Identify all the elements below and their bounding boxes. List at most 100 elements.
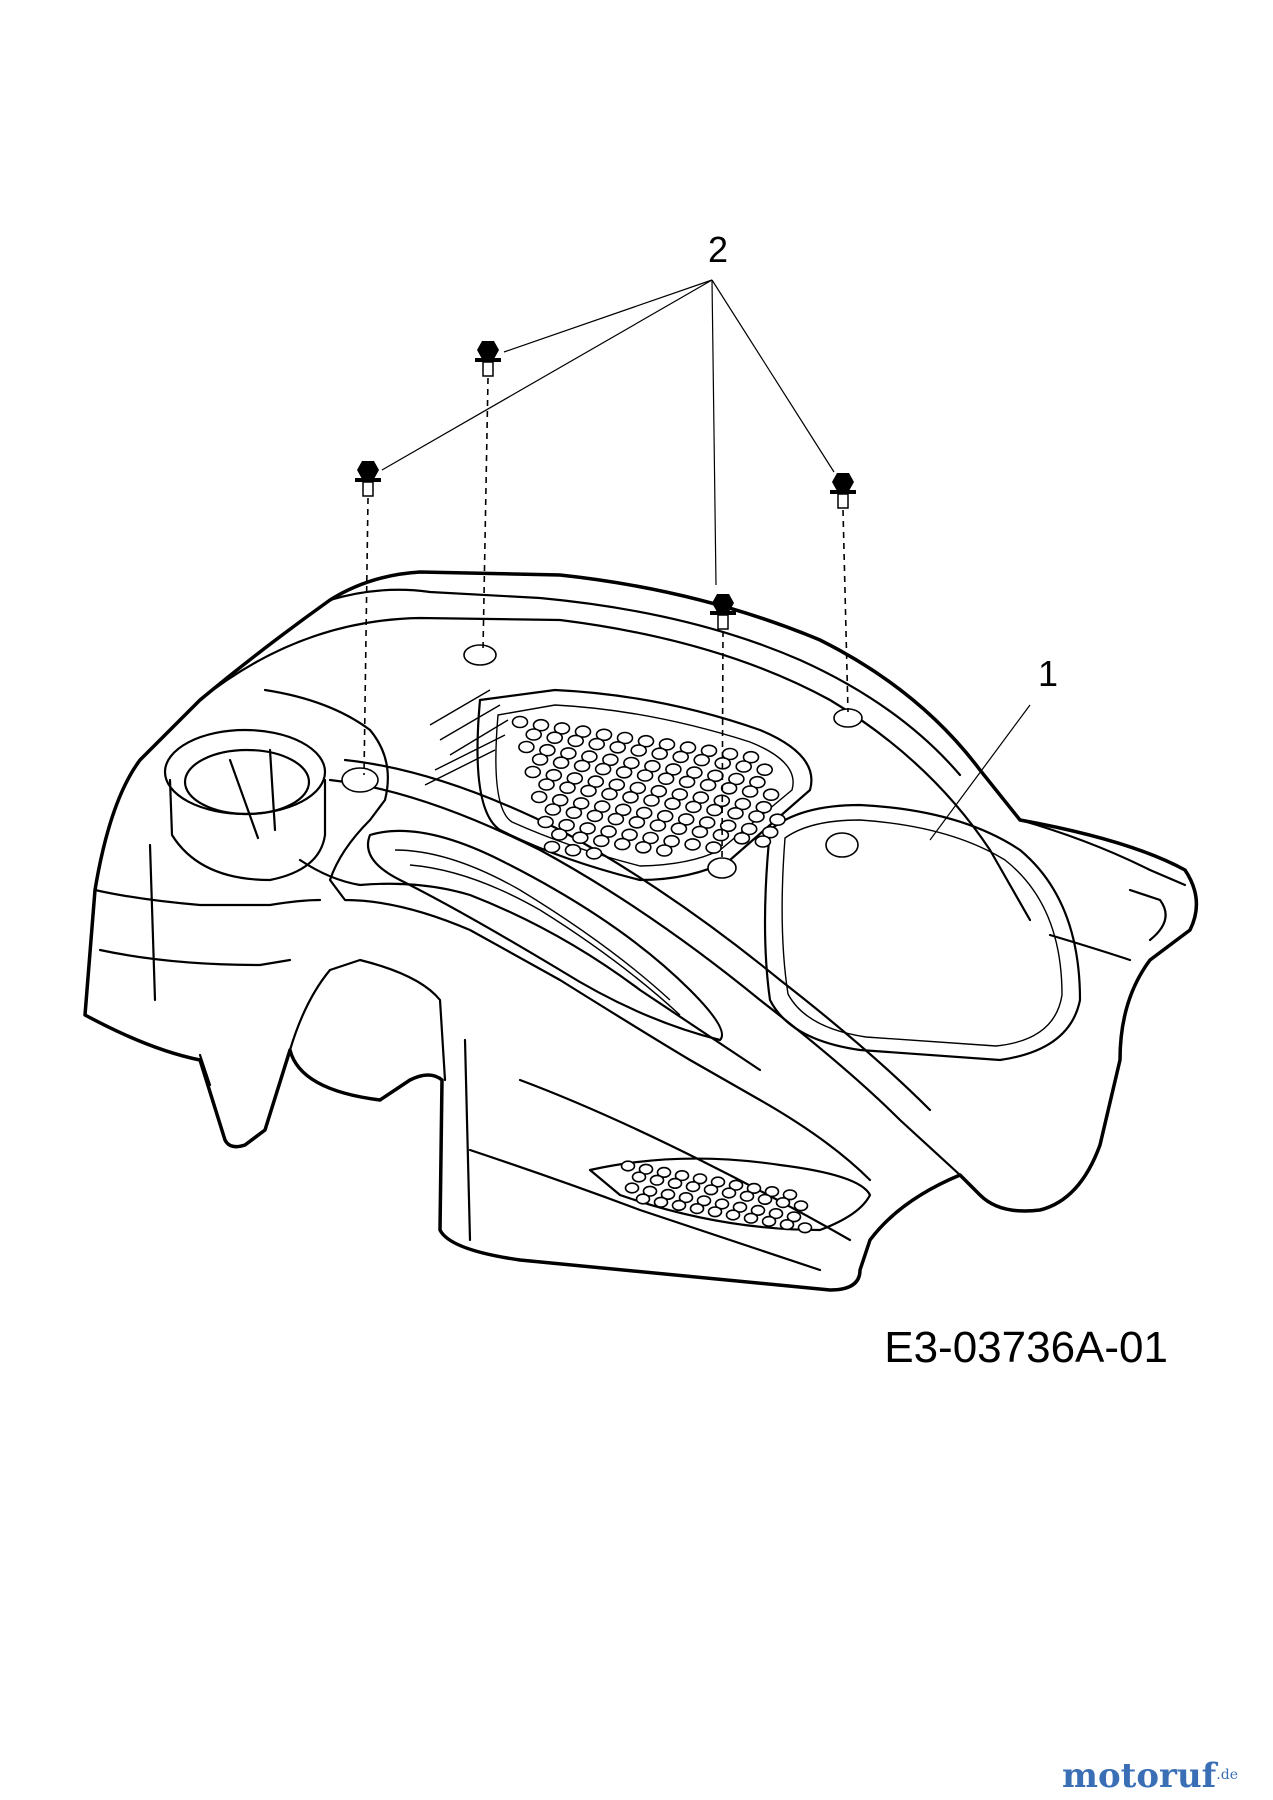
vent-hole [657, 772, 675, 786]
front-grille-holes [620, 1160, 813, 1234]
top-grille-frame [476, 688, 813, 882]
vent-hole [608, 778, 626, 792]
vent-hole [714, 1198, 730, 1210]
vent-hole [642, 831, 659, 845]
vent-hole [609, 740, 627, 754]
vent-hole [699, 778, 717, 792]
vent-hole [531, 753, 549, 766]
vent-hole [728, 1179, 744, 1191]
vent-hole [643, 794, 660, 807]
vent-hole [742, 750, 760, 764]
vent-hole [651, 747, 669, 761]
vent-hole [602, 753, 619, 767]
vent-hole [689, 1202, 705, 1215]
cover-center-band [328, 758, 962, 1177]
vent-hole [580, 784, 597, 798]
vent-hole [650, 784, 668, 798]
vent-hole [728, 772, 745, 786]
watermark-logo: motoruf.de [1062, 1756, 1238, 1796]
vent-hole [631, 1171, 647, 1183]
vent-hole [624, 1182, 640, 1194]
cover-left-skirt [93, 843, 322, 1087]
vent-hole [685, 800, 702, 814]
vent-hole [793, 1200, 809, 1212]
vent-hole [564, 843, 582, 857]
vent-hole [616, 731, 634, 745]
vent-hole [734, 797, 752, 811]
side-vent-inner [394, 849, 681, 1016]
vent-hole [607, 812, 625, 826]
screw-bosses [341, 644, 863, 879]
vent-hole [769, 813, 786, 827]
vent-hole [739, 1190, 755, 1202]
vent-hole [656, 1166, 672, 1178]
vent-hole [678, 1191, 694, 1204]
vent-hole [684, 838, 701, 851]
vent-hole [649, 819, 667, 832]
vent-hole [732, 1201, 748, 1213]
vent-hole [664, 797, 681, 811]
vent-hole [727, 806, 744, 820]
vent-hole [710, 1176, 726, 1188]
vent-hole [629, 781, 647, 795]
vent-hole [525, 728, 543, 741]
vent-hole [665, 763, 682, 776]
vent-hole [692, 791, 710, 804]
vent-hole [649, 1174, 665, 1186]
vent-hole [593, 800, 611, 813]
vent-hole [553, 722, 571, 735]
vent-hole [566, 772, 584, 785]
vent-hole [667, 1177, 683, 1189]
vent-hole [579, 822, 596, 835]
vent-hole [706, 803, 723, 817]
watermark-suffix: .de [1216, 1767, 1238, 1783]
side-vent-swoosh [366, 829, 724, 1042]
vent-hole [530, 790, 548, 804]
label-plate-inner [781, 819, 1063, 1047]
cover-left-channel [298, 858, 762, 1072]
screws [355, 341, 856, 630]
vent-hole [585, 847, 603, 860]
vent-hole [630, 744, 648, 757]
vent-hole [621, 828, 638, 842]
vent-hole [749, 775, 766, 789]
vent-hole [677, 813, 695, 826]
vent-hole [754, 835, 772, 848]
vent-hole [586, 809, 604, 823]
vent-hole [670, 822, 688, 836]
vent-hole [658, 738, 676, 751]
vent-hole [663, 834, 680, 848]
grille-slots [424, 689, 509, 786]
vent-hole [757, 1193, 773, 1205]
vent-hole [775, 1196, 791, 1209]
vent-hole [550, 828, 568, 841]
vent-hole [674, 1169, 690, 1182]
vent-hole [539, 743, 556, 757]
vent-hole [671, 788, 689, 801]
vent-hole [588, 737, 606, 751]
vent-hole [558, 818, 575, 832]
vent-hole [552, 756, 570, 770]
vent-hole [725, 1209, 741, 1221]
vent-hole [721, 1187, 737, 1199]
cover-top-ridge [198, 616, 1032, 922]
cover-rear-step [1018, 818, 1187, 962]
vent-hole [733, 831, 751, 845]
vent-hole [797, 1222, 813, 1234]
engine-cover [83, 570, 1199, 1292]
top-grille-inner-frame [495, 704, 794, 867]
vent-hole [614, 803, 632, 817]
label-plate-hole [825, 832, 859, 858]
screw [355, 461, 381, 497]
vent-hole [567, 734, 585, 748]
vent-hole [574, 725, 592, 738]
vent-hole [622, 790, 639, 804]
vent-hole [592, 834, 610, 848]
vent-hole [656, 809, 674, 823]
cover-front-notch [288, 958, 447, 1082]
vent-hole [746, 1182, 762, 1194]
vent-hole [719, 819, 737, 833]
vent-hole [532, 718, 550, 732]
vent-hole [634, 840, 652, 854]
